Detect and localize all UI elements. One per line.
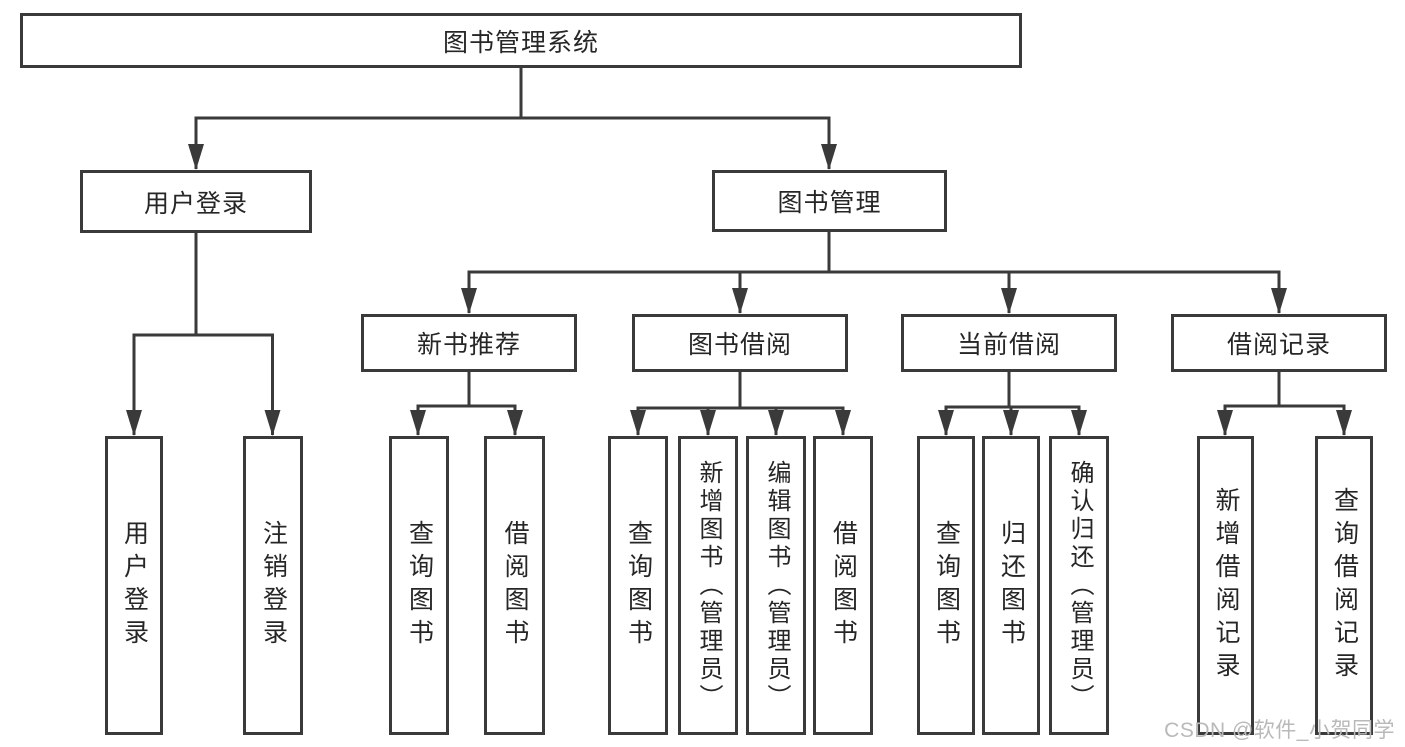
leaf-query-books-recommend-label: 查询图书 <box>405 519 434 652</box>
leaf-return-books-label: 归还图书 <box>997 519 1026 652</box>
leaf-user-login: 用户登录 <box>105 436 163 735</box>
leaf-borrow-books: 借阅图书 <box>813 436 873 735</box>
leaf-query-books-current-label: 查询图书 <box>932 519 961 652</box>
leaf-logout: 注销登录 <box>243 436 303 735</box>
node-book-borrowing: 图书借阅 <box>632 314 848 372</box>
leaf-add-borrow-record-label: 新增借阅记录 <box>1212 486 1240 685</box>
leaf-add-books-admin-label: 新增图书（管理员） <box>695 459 722 712</box>
leaf-query-books-borrowing-label: 查询图书 <box>624 519 653 652</box>
root-node-book-management-system: 图书管理系统 <box>20 13 1022 68</box>
node-user-login: 用户登录 <box>80 170 312 233</box>
leaf-add-books-admin: 新增图书（管理员） <box>678 436 738 735</box>
leaf-borrow-books-recommend: 借阅图书 <box>484 436 545 735</box>
leaf-borrow-books-recommend-label: 借阅图书 <box>501 519 529 652</box>
leaf-user-login-label: 用户登录 <box>120 519 149 652</box>
leaf-confirm-return-admin-label: 确认归还（管理员） <box>1066 459 1093 712</box>
node-new-book-recommend: 新书推荐 <box>361 314 577 372</box>
leaf-query-books-borrowing: 查询图书 <box>608 436 668 735</box>
leaf-edit-books-admin-label: 编辑图书（管理员） <box>763 459 790 712</box>
csdn-watermark: CSDN @软件_小贺同学 <box>1164 719 1395 742</box>
leaf-query-borrow-record-label: 查询借阅记录 <box>1330 486 1359 685</box>
node-borrowing-records: 借阅记录 <box>1171 314 1387 372</box>
leaf-logout-label: 注销登录 <box>259 519 288 652</box>
leaf-confirm-return-admin: 确认归还（管理员） <box>1049 436 1109 735</box>
node-book-management: 图书管理 <box>712 170 947 232</box>
leaf-borrow-books-label: 借阅图书 <box>829 519 858 652</box>
leaf-edit-books-admin: 编辑图书（管理员） <box>746 436 806 735</box>
leaf-return-books: 归还图书 <box>982 436 1040 735</box>
leaf-query-books-current: 查询图书 <box>917 436 975 735</box>
leaf-add-borrow-record: 新增借阅记录 <box>1197 436 1254 735</box>
node-current-borrowing: 当前借阅 <box>901 314 1117 372</box>
leaf-query-books-recommend: 查询图书 <box>389 436 449 735</box>
leaf-query-borrow-record: 查询借阅记录 <box>1315 436 1373 735</box>
